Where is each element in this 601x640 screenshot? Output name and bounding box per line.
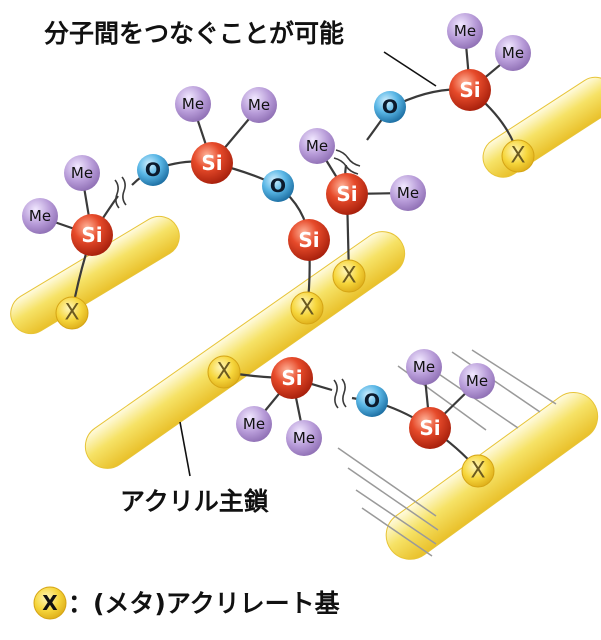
svg-text:Si: Si [336,182,357,206]
svg-text:Me: Me [293,429,315,447]
legend-text: ：(メタ)アクリレート基 [68,589,340,618]
crosslink-label: 分子間をつなぐことが可能 [44,19,344,48]
chain-break-marks [114,149,361,409]
acrylate-x-icon: X [332,259,366,293]
svg-text:Si: Si [459,78,480,102]
svg-text:Si: Si [281,366,302,390]
oxygen-atom: O [262,170,294,202]
oxygen-atom: O [137,154,169,186]
legend-x-icon: X [33,586,67,620]
oxygen-atom: O [356,385,388,417]
svg-text:X: X [216,360,231,385]
main-chain-callout: アクリル主鎖 [120,421,270,516]
rod-hatching [337,349,557,557]
methyl-atom: Me [299,128,335,164]
acrylate-groups: X X X X X X [55,139,535,488]
svg-text:Me: Me [454,22,476,40]
oxygen-atom: O [374,91,406,123]
svg-text:Me: Me [71,164,93,182]
acrylate-x-icon: X [207,355,241,389]
svg-text:O: O [145,159,161,181]
svg-text:Si: Si [419,416,440,440]
svg-text:Si: Si [201,151,222,175]
silicon-atom: Si [449,69,491,111]
silicon-atom: Si [191,142,233,184]
svg-text:X: X [299,296,314,321]
rod-top-right [482,76,601,178]
svg-text:Me: Me [466,372,488,390]
methyl-atom: Me [406,349,442,385]
acrylate-x-icon: X [290,291,324,325]
silicon-atoms: Si Si Si Si Si Si Si [71,69,491,449]
main-chain-label: アクリル主鎖 [120,487,270,516]
oxygen-atoms: O O O O [137,91,406,417]
svg-text:X: X [510,144,525,169]
acrylate-x-icon: X [55,296,89,330]
methyl-atom: Me [390,175,426,211]
silicon-atom: Si [288,219,330,261]
methyl-atom: Me [22,198,58,234]
methyl-atom: Me [64,155,100,191]
svg-text:O: O [364,390,380,412]
svg-text:Me: Me [306,137,328,155]
svg-text:O: O [382,96,398,118]
acrylate-x-icon: X [461,454,495,488]
methyl-atom: Me [447,13,483,49]
methyl-atom: Me [241,87,277,123]
silicon-atom: Si [409,407,451,449]
svg-text:X: X [64,301,79,326]
methyl-atom: Me [459,363,495,399]
crosslink-callout: 分子間をつなぐことが可能 [44,19,437,87]
svg-text:Si: Si [298,228,319,252]
svg-text:X: X [341,264,356,289]
svg-text:Me: Me [413,358,435,376]
svg-text:Me: Me [248,96,270,114]
methyl-atom: Me [175,86,211,122]
svg-text:Me: Me [502,44,524,62]
methyl-atom: Me [495,35,531,71]
rod-center [84,231,406,469]
silicon-atom: Si [271,357,313,399]
legend: X ：(メタ)アクリレート基 [33,586,340,620]
svg-text:Me: Me [29,207,51,225]
svg-text:O: O [270,175,286,197]
methyl-groups: Me Me Me Me Me Me Me Me Me Me Me Me [22,13,531,456]
methyl-atom: Me [236,406,272,442]
svg-text:Me: Me [243,415,265,433]
acrylate-x-icon: X [501,139,535,173]
svg-text:Si: Si [81,223,102,247]
silicon-atom: Si [326,173,368,215]
silicon-atom: Si [71,214,113,256]
svg-text:Me: Me [397,184,419,202]
svg-text:X: X [470,459,485,484]
svg-text:Me: Me [182,95,204,113]
methyl-atom: Me [286,420,322,456]
svg-text:X: X [42,591,58,615]
